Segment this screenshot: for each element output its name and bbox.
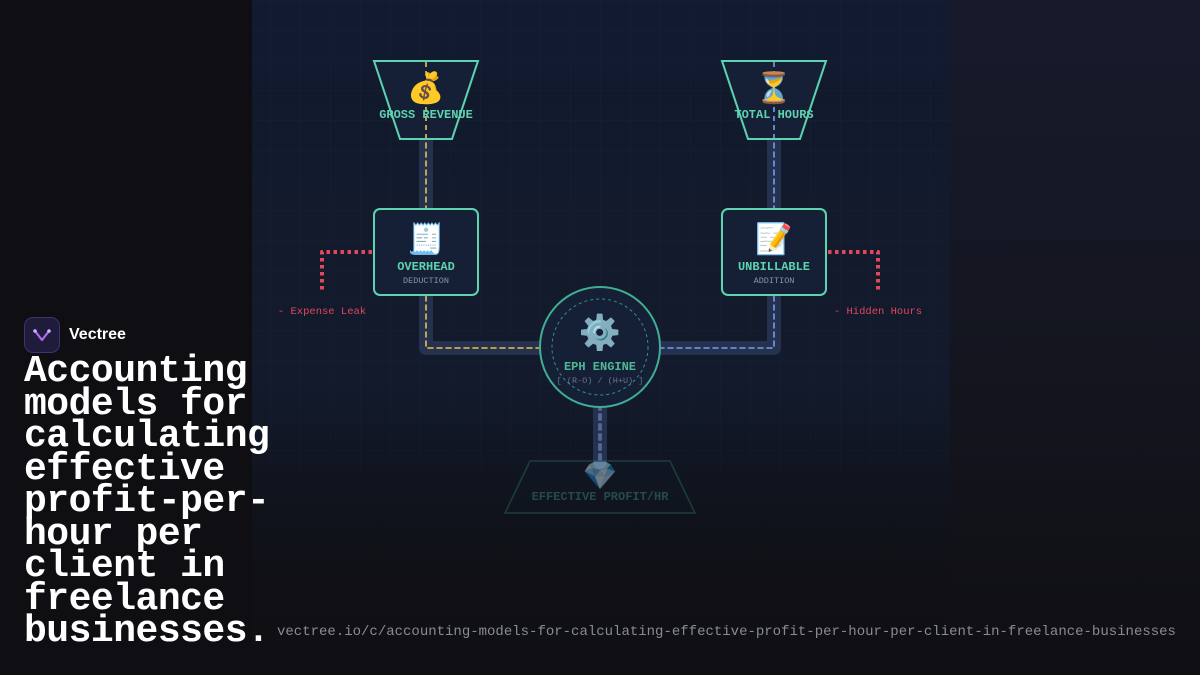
hidden-hours-label: - Hidden Hours	[834, 306, 922, 318]
eph-engine-node: ⚙️ EPH ENGINE [ (R-O) / (H+U) ]	[539, 286, 661, 408]
receipt-icon: 🧾	[407, 221, 444, 259]
effective-profit-label: EFFECTIVE PROFIT/HR	[532, 490, 670, 504]
page-title: Accounting models for calculating effect…	[24, 350, 270, 653]
effective-profit-node: 💎 EFFECTIVE PROFIT/HR	[503, 460, 697, 514]
hidden-hours-line	[828, 250, 880, 292]
brand-name: Vectree	[69, 326, 126, 343]
revenue-flow-line	[425, 61, 541, 349]
unbillable-label: UNBILLABLE	[738, 260, 810, 274]
memo-icon: 📝	[755, 221, 792, 259]
overhead-label: OVERHEAD	[397, 260, 455, 274]
overhead-sublabel: DEDUCTION	[403, 276, 449, 286]
gear-icon: ⚙️	[579, 313, 621, 355]
engine-formula: [ (R-O) / (H+U) ]	[557, 376, 644, 386]
total-hours-label: TOTAL HOURS	[734, 108, 813, 122]
engine-label: EPH ENGINE	[564, 360, 636, 374]
gross-revenue-label: GROSS REVENUE	[379, 108, 473, 122]
hourglass-icon: ⏳	[755, 70, 792, 108]
expense-leak-line	[320, 250, 372, 292]
total-hours-node: ⏳ TOTAL HOURS	[720, 60, 828, 140]
pipes	[320, 61, 880, 469]
overhead-node: 🧾 OVERHEAD DEDUCTION	[373, 208, 479, 296]
vectree-logo-icon	[24, 317, 60, 353]
brand: Vectree	[24, 317, 126, 353]
unbillable-sublabel: ADDITION	[754, 276, 795, 286]
money-bag-icon: 💰	[407, 70, 444, 108]
page-url: vectree.io/c/accounting-models-for-calcu…	[277, 624, 1176, 640]
expense-leak-label: - Expense Leak	[278, 306, 366, 318]
gem-icon: 💎	[583, 461, 618, 494]
hours-flow-line	[659, 61, 775, 349]
gross-revenue-node: 💰 GROSS REVENUE	[372, 60, 480, 140]
unbillable-node: 📝 UNBILLABLE ADDITION	[721, 208, 827, 296]
